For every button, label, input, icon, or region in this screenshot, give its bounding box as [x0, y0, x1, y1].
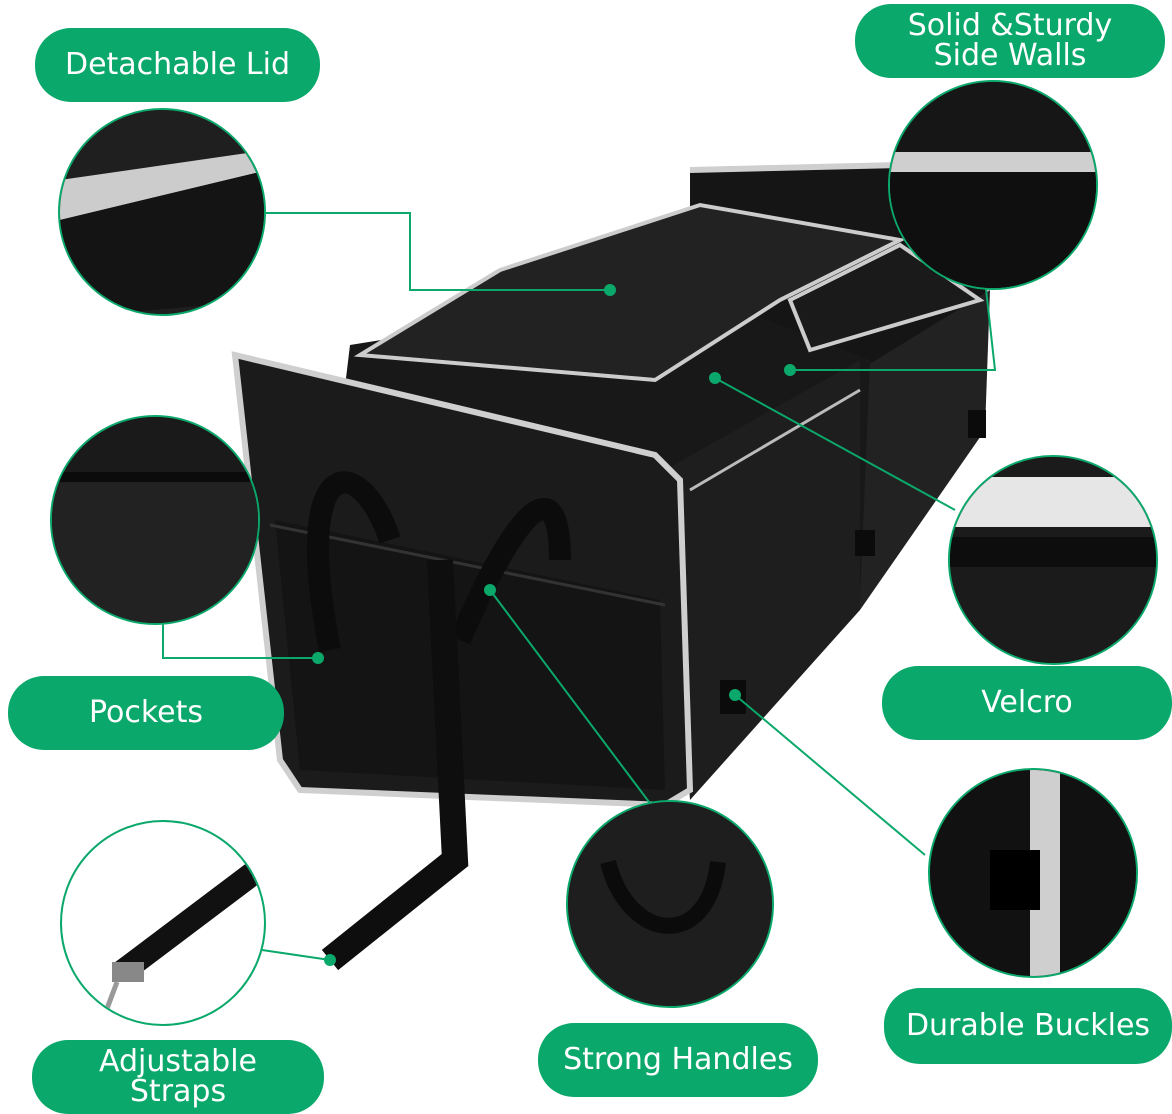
- side-wall-detail-circle: [888, 80, 1098, 290]
- lid-detail-image: [60, 110, 264, 314]
- strong-handles-label: Strong Handles: [538, 1023, 818, 1097]
- straps-detail-circle: [60, 820, 266, 1026]
- velcro-label: Velcro: [882, 666, 1172, 740]
- strong-handles-text: Strong Handles: [563, 1042, 793, 1077]
- pockets-detail-image: [52, 417, 258, 623]
- lid-detail-circle: [58, 108, 266, 316]
- straps-detail-image: [99, 852, 264, 1023]
- buckles-detail-circle: [928, 768, 1138, 978]
- velcro-text: Velcro: [981, 685, 1073, 720]
- solid-sturdy-side-walls-label: Solid &Sturdy Side Walls: [855, 4, 1165, 78]
- detachable-lid-text: Detachable Lid: [64, 47, 291, 82]
- side-wall-detail-image: [890, 82, 1096, 288]
- buckles-detail-image: [930, 770, 1136, 976]
- handles-detail-image: [568, 802, 772, 1006]
- adjustable-straps-text: Adjustable Straps: [99, 1044, 257, 1109]
- pockets-label: Pockets: [8, 676, 284, 750]
- velcro-detail-image: [950, 457, 1156, 663]
- adjustable-straps-label: Adjustable Straps: [32, 1040, 324, 1114]
- solid-sturdy-text-line1: Solid &Sturdy: [907, 8, 1113, 43]
- durable-buckles-text: Durable Buckles: [905, 1008, 1151, 1043]
- pockets-text: Pockets: [88, 695, 204, 730]
- detachable-lid-label: Detachable Lid: [35, 28, 320, 102]
- solid-sturdy-text-line2: Side Walls: [933, 38, 1087, 73]
- pockets-detail-circle: [50, 415, 260, 625]
- velcro-detail-circle: [948, 455, 1158, 665]
- handles-detail-circle: [566, 800, 774, 1008]
- durable-buckles-label: Durable Buckles: [884, 988, 1172, 1064]
